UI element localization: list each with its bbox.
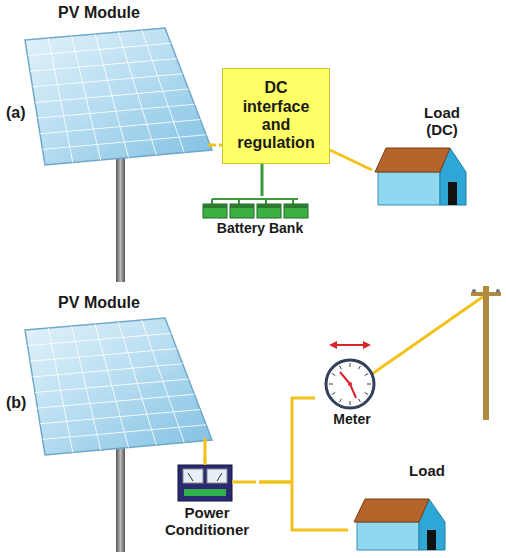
pv-module: PV Module — [15, 294, 219, 456]
utility-pole — [372, 286, 501, 420]
panel-grid — [28, 320, 207, 453]
wire-connector — [259, 482, 348, 530]
power-conditioner-icon — [178, 458, 256, 501]
dc-load: Load (DC) — [372, 104, 477, 206]
pole — [116, 448, 125, 552]
battery-bank — [203, 199, 308, 218]
node-label: Load — [402, 462, 452, 479]
wire-connector — [262, 164, 263, 196]
meter-icon — [326, 341, 374, 408]
panel-letter: (b) — [6, 394, 26, 412]
panel-grid — [28, 30, 207, 163]
interface-box: DC interface and regulation — [222, 68, 330, 164]
wire-connector — [330, 150, 372, 170]
wire — [204, 438, 207, 458]
pole — [116, 158, 125, 282]
house — [354, 499, 445, 550]
node-label: PV Module — [15, 294, 219, 312]
wire — [208, 144, 216, 147]
node-label: Power Conditioner — [155, 462, 259, 539]
node-label: Load (DC) — [416, 104, 468, 139]
node-label: PV Module — [15, 4, 219, 22]
power-conditioner: Power Conditioner — [155, 462, 259, 544]
wire-connector — [205, 456, 206, 462]
house — [375, 148, 466, 205]
pv-module: PV Module — [15, 4, 219, 166]
wire-connector — [259, 398, 315, 482]
solar-panel — [25, 318, 212, 455]
battery-bank: Battery Bank — [198, 196, 322, 242]
panel-letter: (a) — [6, 104, 26, 122]
node-label: DC interface and regulation — [235, 79, 317, 153]
node-label: Battery Bank — [198, 196, 322, 236]
meter: Meter — [315, 338, 389, 430]
node-label: Meter — [315, 338, 389, 427]
ac-load: Load — [348, 462, 458, 554]
solar-panel — [25, 28, 212, 165]
